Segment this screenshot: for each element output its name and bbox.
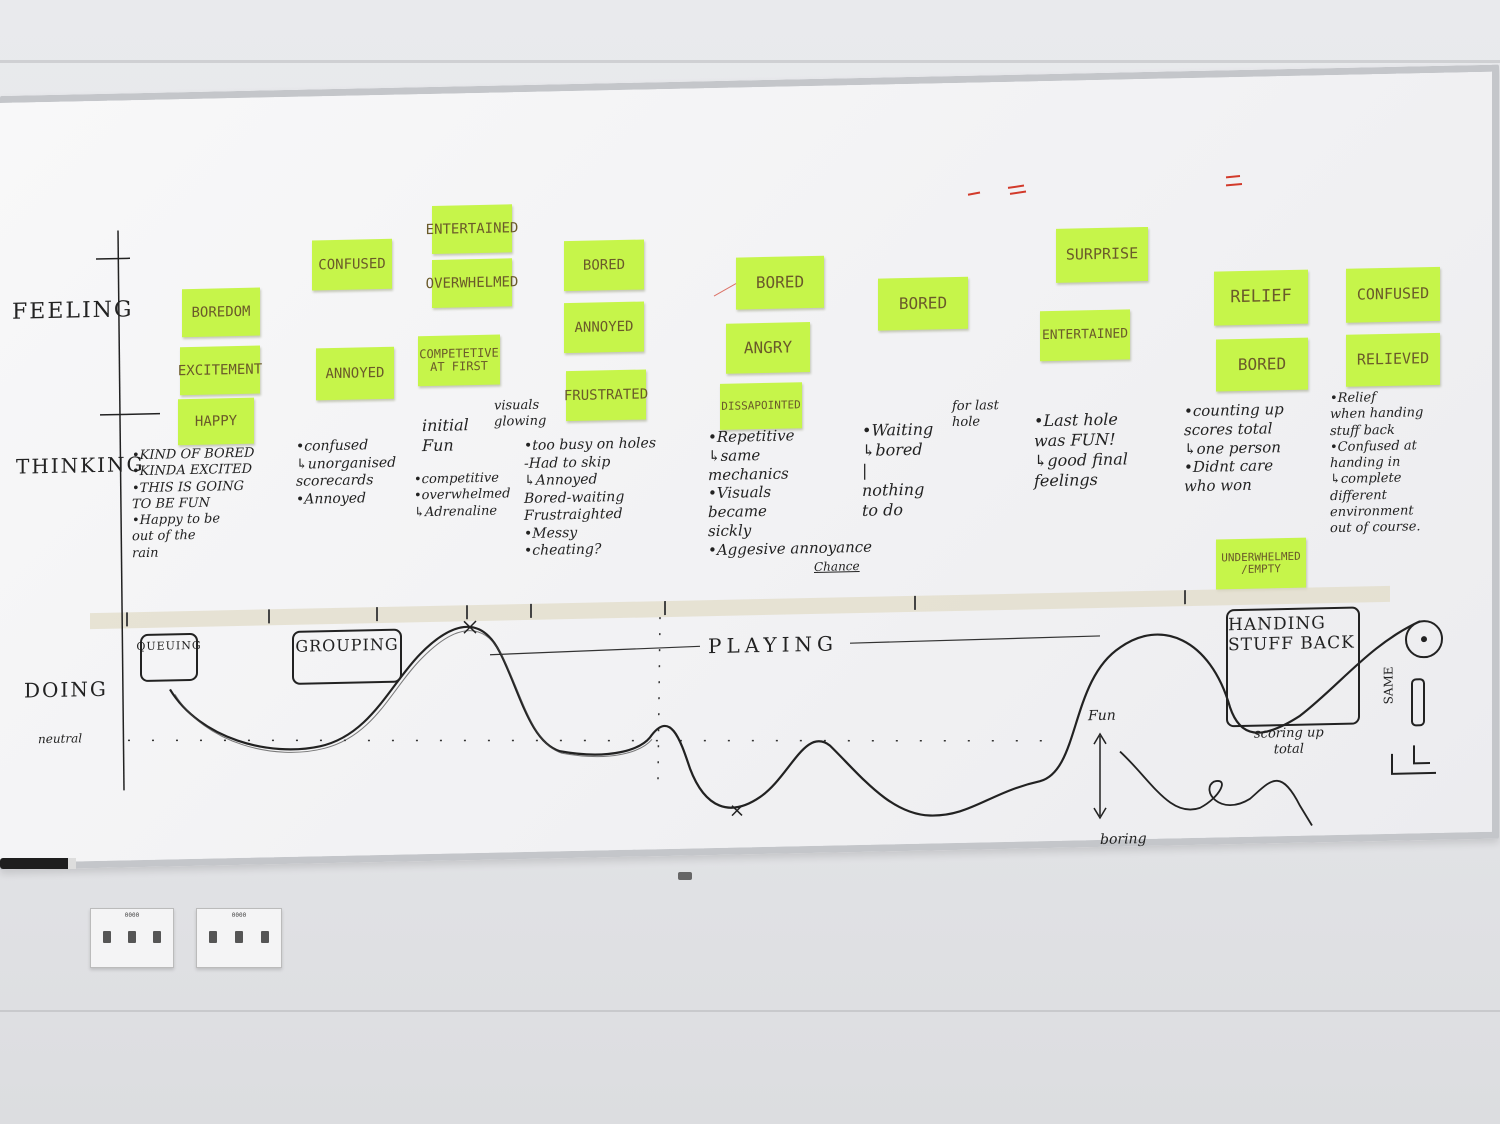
board-clip-bottom (678, 872, 692, 880)
whiteboard: FEELING THINKING DOING neutral BOREDOM E… (0, 64, 1499, 871)
red-mark (967, 175, 1243, 196)
axis-feeling-divider (100, 412, 160, 416)
club-sketch (1391, 745, 1436, 775)
wall-trim (0, 1010, 1500, 1012)
octagon-sketch (1405, 620, 1443, 659)
red-mark (713, 283, 737, 297)
whiteboard-drawings (96, 175, 1443, 826)
journey-curve-overdraw (174, 630, 653, 757)
bottle-sketch (1411, 678, 1425, 727)
journey-curve (169, 620, 1421, 817)
power-socket-2: 0000 (196, 908, 282, 968)
power-socket-1: 0000 (90, 908, 174, 968)
axis-vertical (117, 230, 125, 791)
axis-top-tick (96, 257, 130, 260)
playing-line (489, 645, 701, 656)
whiteboard-marker[interactable] (0, 858, 75, 869)
octagon-dot (1421, 636, 1427, 643)
marker-cap (68, 858, 76, 869)
trough-x-mark (731, 804, 743, 817)
wall-line (0, 60, 1500, 63)
playing-divider-dotted (657, 617, 661, 780)
legend-arrow-head (1093, 732, 1107, 820)
peak-x-mark (463, 620, 477, 634)
legend-wave (1119, 750, 1313, 826)
playing-line (849, 635, 1101, 644)
